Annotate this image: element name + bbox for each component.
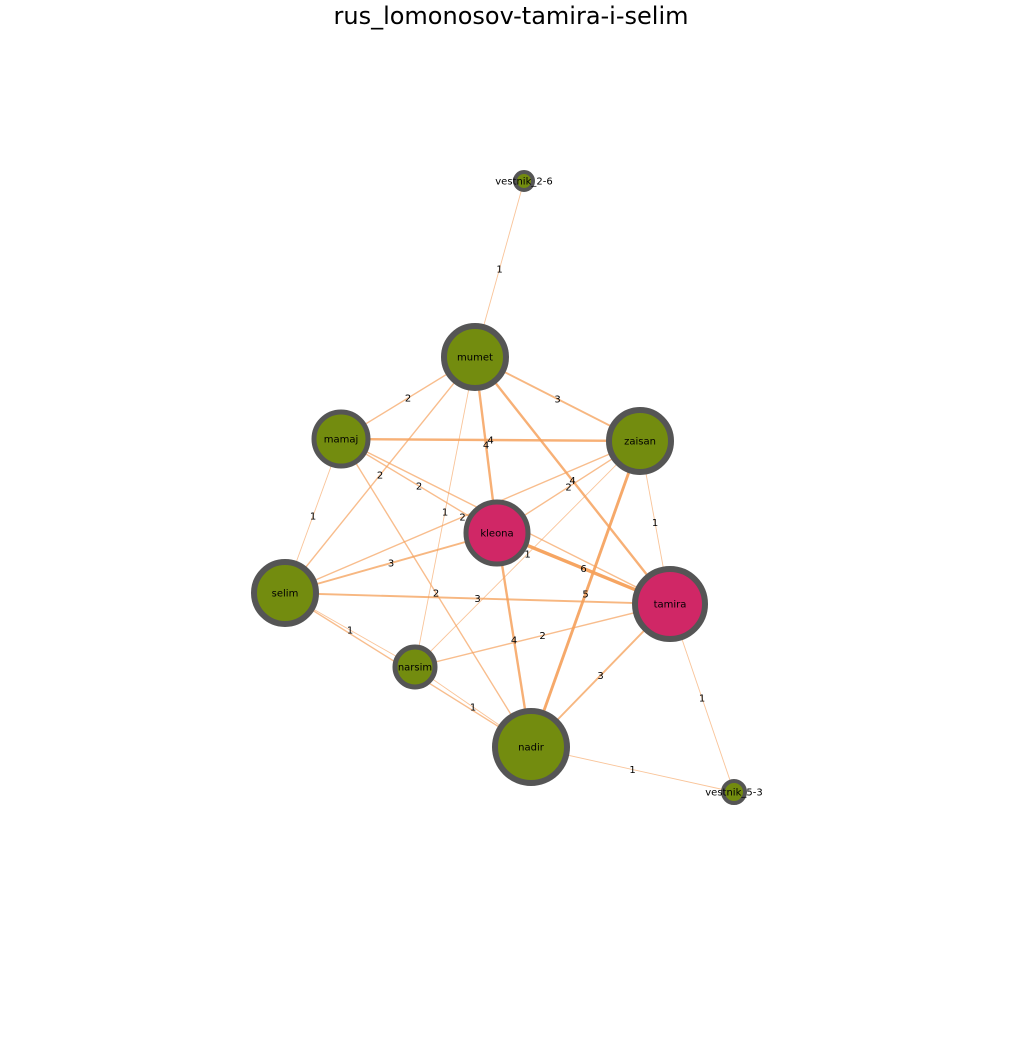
node-label: mumet <box>457 353 493 364</box>
edge-weight-label: 2 <box>405 394 411 405</box>
node-narsim: narsim <box>392 644 438 690</box>
node-mamaj: mamaj <box>311 409 371 469</box>
edge-weight-label: 4 <box>511 636 517 647</box>
edge-selim-tamira <box>284 592 671 605</box>
node-label: vestnik_2-6 <box>495 177 552 188</box>
node-kleona: kleona <box>463 499 531 567</box>
node-nadir: nadir <box>492 708 570 786</box>
edge-mamaj-zaisan <box>340 437 641 443</box>
node-circle <box>606 407 674 475</box>
edge-mumet-selim <box>284 356 476 594</box>
node-label: tamira <box>654 600 687 611</box>
node-circle <box>632 566 708 642</box>
edge-mumet-narsim <box>414 356 476 668</box>
node-label: vestnik_5-3 <box>705 788 762 799</box>
node-circle <box>392 644 438 690</box>
node-vestnik_5-3: vestnik_5-3 <box>705 779 763 805</box>
node-vestnik_2-6: vestnik_2-6 <box>495 170 553 192</box>
edge-weight-label: 2 <box>377 471 383 482</box>
node-circle <box>513 170 535 192</box>
node-mumet: mumet <box>441 323 509 391</box>
edge-weight-label: 2 <box>416 482 422 493</box>
edge-weight-label: 1 <box>347 626 353 637</box>
edge-weight-label: 5 <box>582 590 588 601</box>
edge-mamaj-nadir <box>340 438 532 748</box>
edge-weight-label: 2 <box>539 631 545 642</box>
edge-narsim-tamira <box>414 603 671 668</box>
edge-weight-label: 3 <box>474 594 480 605</box>
node-label: zaisan <box>624 437 656 448</box>
edge-weight-label: 4 <box>483 441 489 452</box>
edge-weight-label: 4 <box>569 476 575 487</box>
node-label: nadir <box>518 743 545 754</box>
edges-layer <box>284 180 735 793</box>
node-circle <box>311 409 371 469</box>
node-circle <box>492 708 570 786</box>
node-zaisan: zaisan <box>606 407 674 475</box>
edge-zaisan-selim <box>284 440 641 594</box>
edge-labels-layer: 1234214421222215136432121311 <box>310 265 705 777</box>
node-circle <box>251 559 319 627</box>
node-label: selim <box>272 589 299 600</box>
edge-weight-label: 1 <box>496 265 502 276</box>
edge-weight-label: 3 <box>388 559 394 570</box>
edge-weight-label: 1 <box>652 518 658 529</box>
edge-weight-label: 4 <box>487 436 493 447</box>
edge-weight-label: 6 <box>580 564 586 575</box>
edge-weight-label: 1 <box>699 694 705 705</box>
edge-weight-label: 1 <box>310 512 316 523</box>
node-selim: selim <box>251 559 319 627</box>
edge-mumet-tamira <box>474 356 671 605</box>
edge-weight-label: 2 <box>565 483 571 494</box>
edge-weight-label: 3 <box>554 395 560 406</box>
node-tamira: tamira <box>632 566 708 642</box>
edge-weight-label: 2 <box>433 589 439 600</box>
edge-weight-label: 2 <box>459 513 465 524</box>
node-label: mamaj <box>324 435 359 446</box>
chart-title: rus_lomonosov-tamira-i-selim <box>333 2 689 30</box>
node-circle <box>441 323 509 391</box>
node-circle <box>721 779 747 805</box>
edge-weight-label: 1 <box>524 550 530 561</box>
node-circle <box>463 499 531 567</box>
edge-weight-label: 1 <box>470 703 476 714</box>
edge-weight-label: 1 <box>629 765 635 776</box>
node-label: narsim <box>398 663 432 674</box>
edge-zaisan-narsim <box>414 440 641 668</box>
node-label: kleona <box>480 529 513 540</box>
edge-weight-label: 3 <box>597 671 603 682</box>
edge-weight-label: 1 <box>442 508 448 519</box>
edge-kleona-selim <box>284 532 498 594</box>
edge-zaisan-nadir <box>529 440 642 748</box>
